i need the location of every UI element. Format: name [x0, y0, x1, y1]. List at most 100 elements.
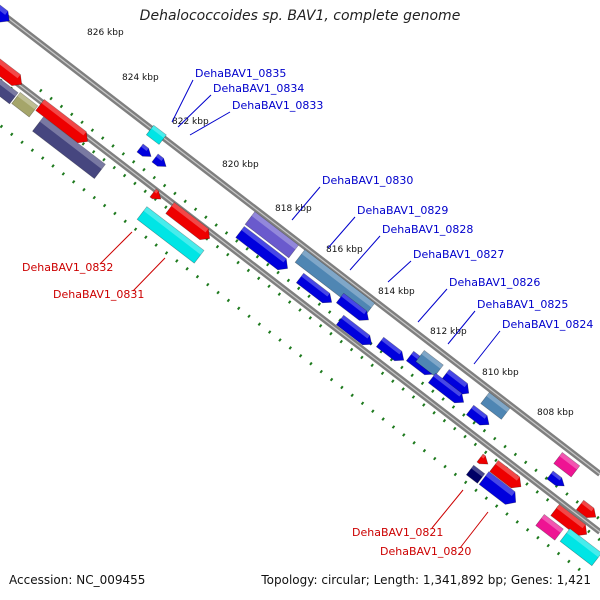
gene-feature: [575, 499, 597, 518]
genome-backbone: [0, 9, 600, 535]
gene-arrow: [0, 74, 19, 105]
gene-arrow-shine: [301, 249, 375, 308]
scale-tick-label: 816 kbp: [326, 245, 363, 255]
gene-feature: [480, 392, 511, 420]
gene-arrow-shine: [556, 504, 586, 529]
gene-feature: [375, 336, 405, 362]
gene-arrow-shine: [559, 452, 580, 470]
gene-arrow: [151, 153, 167, 167]
gene-arrow: [465, 464, 486, 484]
gene-label-forward: DehaBAV1_0828: [382, 223, 473, 236]
gene-leader-line: [417, 288, 448, 323]
gene-leader-line: [473, 330, 501, 365]
gene-feature: [489, 460, 522, 489]
gene-arrow: [136, 206, 205, 264]
gene-arrow-shine: [17, 92, 38, 110]
scale-tick-label: 820 kbp: [222, 160, 259, 170]
gene-arrow-shine: [341, 293, 367, 315]
gene-arrow-shine: [0, 4, 8, 15]
map-title: Dehalococcoides sp. BAV1, complete genom…: [139, 8, 461, 24]
gene-feature: [553, 452, 581, 478]
gene-arrow: [550, 504, 588, 536]
gene-leader-line: [99, 231, 133, 265]
gene-arrow-shine: [446, 369, 468, 388]
gene-label-forward: DehaBAV1_0830: [322, 174, 413, 187]
gene-leader-line: [171, 79, 194, 123]
gene-arrow-shine: [151, 125, 167, 139]
gene-arrow: [32, 116, 106, 180]
gene-arrow: [553, 452, 581, 478]
gene-arrow-shine: [421, 350, 444, 369]
gene-feature: [244, 211, 299, 259]
gene-arrow-shine: [481, 454, 486, 459]
gene-arrow-shine: [381, 337, 402, 355]
gene-arrow: [0, 54, 23, 86]
genome-summary-text: Topology: circular; Length: 1,341,892 bp…: [261, 573, 591, 587]
gene-label-reverse: DehaBAV1_0820: [380, 545, 471, 558]
gene-arrow: [546, 470, 565, 487]
gene-arrow-shine: [251, 211, 299, 250]
gene-leader-line: [349, 235, 381, 271]
gene-arrow: [0, 4, 10, 23]
gene-feature: [465, 404, 490, 426]
gene-label-forward: DehaBAV1_0826: [449, 276, 540, 289]
backbone-highlight: [0, 11, 600, 475]
gene-arrow-shine: [471, 405, 488, 419]
gene-feature: [165, 202, 211, 241]
gene-arrow: [476, 453, 489, 465]
gene-leader-line: [189, 111, 231, 136]
gene-arrow-shine: [143, 206, 204, 255]
gene-label-forward: DehaBAV1_0834: [213, 82, 304, 95]
gene-arrow-shine: [141, 144, 149, 151]
scale-tick-label: 814 kbp: [378, 287, 415, 297]
gene-label-reverse: DehaBAV1_0832: [22, 261, 113, 274]
gene-arrow-shine: [566, 528, 600, 558]
gene-label-forward: DehaBAV1_0829: [357, 204, 448, 217]
scale-track-1: [0, 78, 600, 542]
gene-arrow: [335, 292, 369, 321]
gene-arrow: [375, 336, 405, 362]
scale-tick-label: 826 kbp: [87, 28, 124, 38]
gene-feature: [0, 4, 10, 23]
gene-leader-line: [431, 489, 464, 529]
gene-arrow: [427, 372, 465, 404]
scale-tick-label: 818 kbp: [275, 204, 312, 214]
gene-arrow-shine: [39, 116, 106, 170]
gene-arrow-shine: [486, 392, 510, 412]
gene-label-forward: DehaBAV1_0827: [413, 248, 504, 261]
gene-feature: [335, 292, 369, 321]
gene-features-layer: [0, 4, 600, 567]
gene-leader-line: [459, 511, 489, 549]
gene-label-reverse: DehaBAV1_0821: [352, 526, 443, 539]
gene-leader-line: [132, 257, 166, 292]
gene-leader-line: [177, 94, 212, 128]
gene-label-reverse: DehaBAV1_0831: [53, 288, 144, 301]
gene-arrow-shine: [495, 460, 520, 481]
gene-arrow: [136, 143, 152, 157]
gene-feature: [151, 153, 167, 167]
gene-feature: [535, 514, 564, 541]
gene-arrow-shine: [241, 226, 287, 263]
gene-arrow: [559, 528, 600, 567]
gene-leader-line: [291, 186, 321, 221]
gene-arrow-shine: [301, 273, 330, 297]
gene-arrow-shine: [0, 74, 19, 97]
gene-feature: [32, 116, 106, 180]
gene-feature: [35, 99, 88, 144]
gene-arrow-shine: [581, 500, 594, 512]
gene-arrow: [478, 471, 517, 505]
gene-arrow: [235, 226, 288, 271]
gene-arrow: [335, 314, 373, 346]
gene-arrow-shine: [41, 99, 87, 136]
gene-arrow: [465, 404, 490, 426]
scale-tick-label: 812 kbp: [430, 327, 467, 337]
gene-feature: [415, 350, 444, 377]
scale-track-2: [0, 123, 581, 572]
backbone-highlight-inner: [0, 69, 600, 533]
gene-feature: [335, 314, 373, 346]
gene-feature: [145, 124, 167, 145]
gene-feature: [427, 372, 465, 404]
gene-feature: [11, 92, 39, 118]
gene-arrow-shine: [551, 471, 562, 481]
